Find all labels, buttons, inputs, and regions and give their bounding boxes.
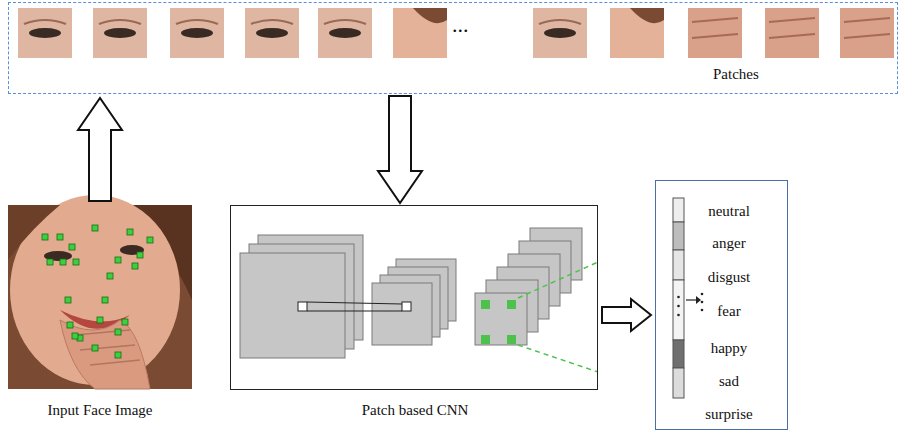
ellipsis: ... [452,14,469,36]
cnn-feature-maps [240,228,598,372]
box-caption: Patch based CNN [231,401,599,419]
block-arrow [602,299,651,331]
output-vector [673,198,703,398]
patch-thumbnails [18,8,894,58]
class-label: surprise [686,405,772,423]
cnn-box: Patch based CNN [230,205,598,390]
input-image: Input Face Image [8,205,192,389]
image-caption: Input Face Image [8,401,192,419]
face-photo [8,195,192,389]
class-label: fear [686,302,772,320]
class-label: neutral [686,202,772,220]
panel-heading: Patches [713,65,759,83]
block-arrow [378,96,422,203]
block-arrow [78,98,122,201]
class-label: anger [686,234,772,252]
output-box: neutral anger disgust fear happy sad surprise [655,180,788,430]
class-label: disgust [686,268,772,286]
class-label: happy [686,339,772,357]
class-label: sad [686,372,772,390]
